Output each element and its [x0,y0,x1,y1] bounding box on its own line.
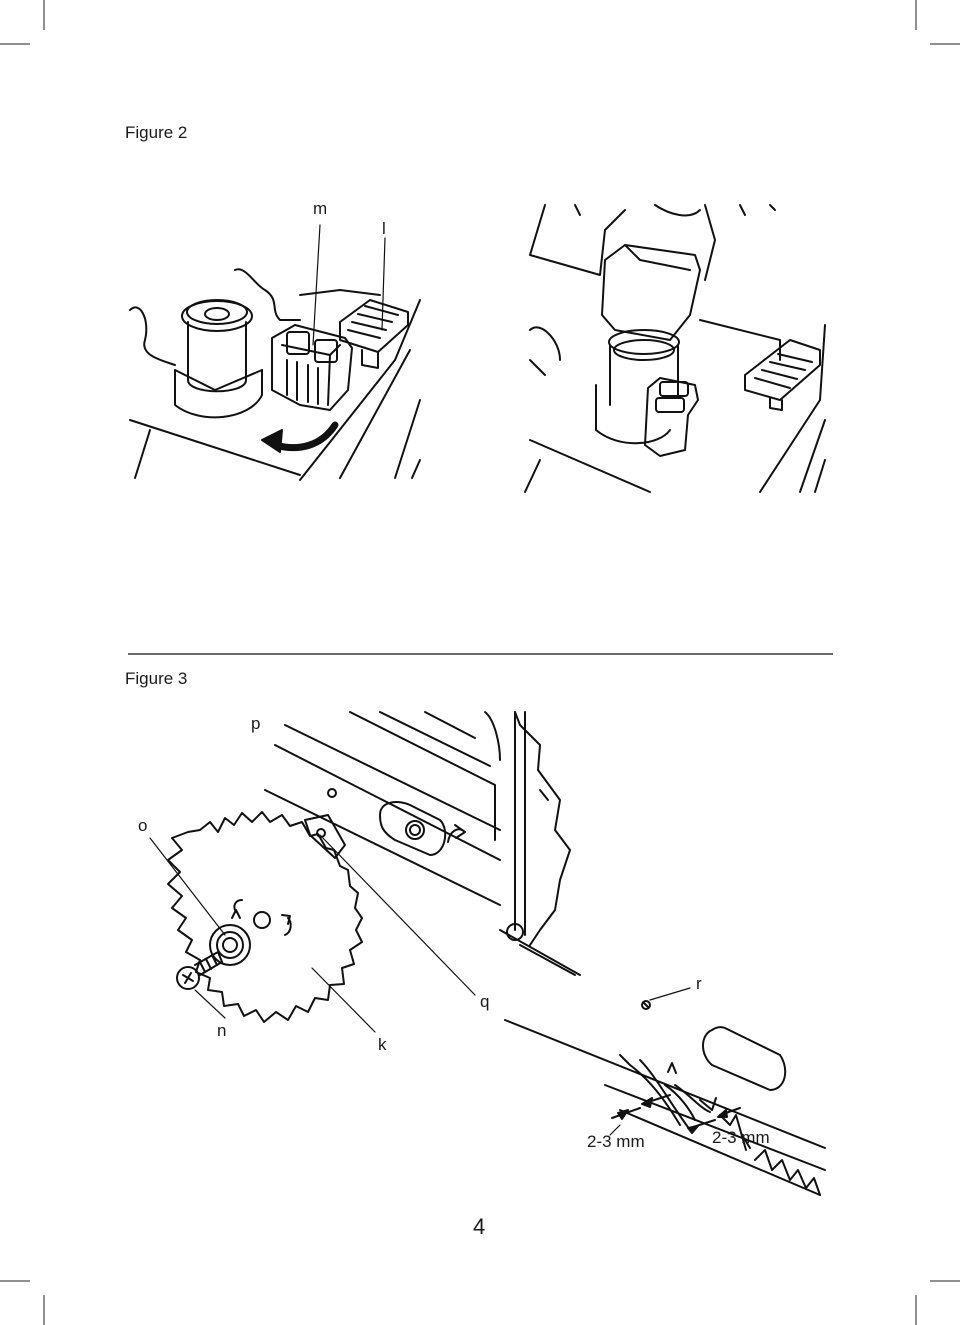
label-l: l [382,219,386,238]
figure-3-caption: Figure 3 [125,669,188,688]
gap-measurement-left: 2-3 mm [587,1132,645,1151]
figure-2-caption: Figure 2 [125,123,188,142]
label-n: n [217,1021,227,1040]
page-number: 4 [473,1214,486,1239]
label-p: p [251,714,261,733]
gap-measurement-right: 2-3 mm [712,1128,770,1147]
label-o: o [138,816,148,835]
label-r: r [696,974,702,993]
label-m: m [313,199,328,218]
label-k: k [378,1035,387,1054]
label-q: q [480,992,490,1011]
